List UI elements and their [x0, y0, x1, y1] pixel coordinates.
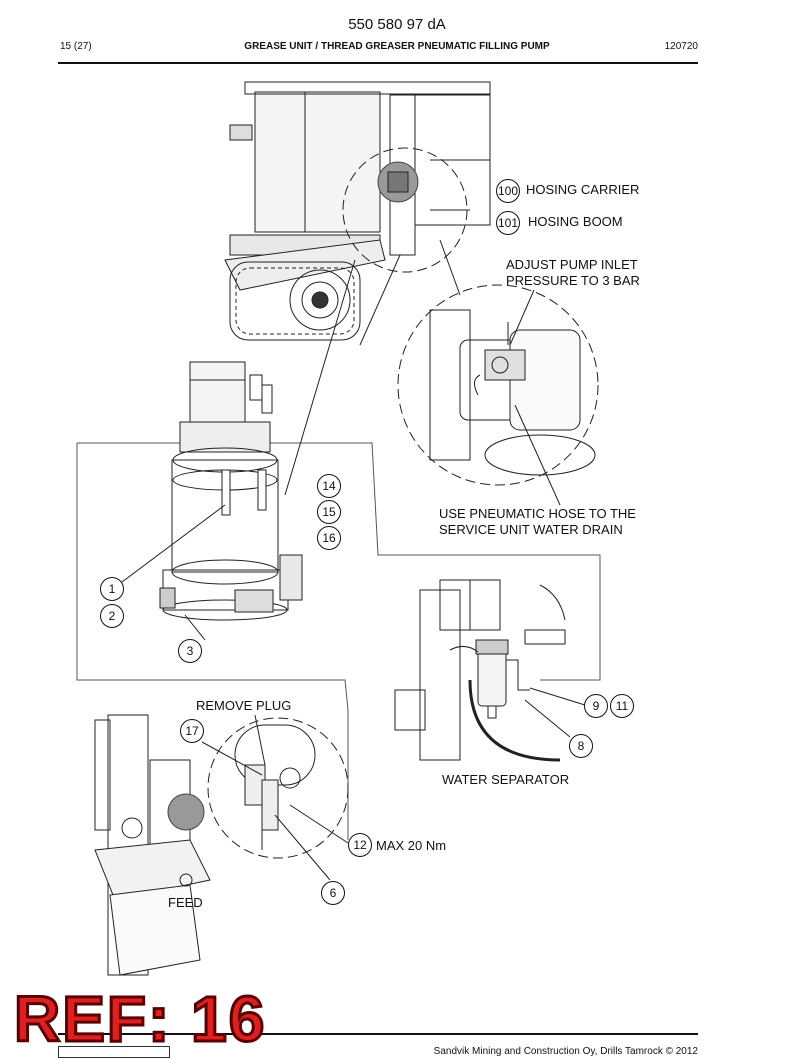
label-use-hose-line1: USE PNEUMATIC HOSE TO THE — [439, 506, 636, 521]
callout-1: 1 — [100, 577, 124, 601]
drill-rig-illustration — [224, 81, 491, 341]
callout-101: 101 — [496, 211, 520, 235]
callout-8: 8 — [569, 734, 593, 758]
callout-2: 2 — [100, 604, 124, 628]
label-adjust-pump-line1: ADJUST PUMP INLET — [506, 257, 638, 272]
page-title: GREASE UNIT / THREAD GREASER PNEUMATIC F… — [244, 41, 550, 52]
ref-stamp: REF: 16 — [12, 983, 267, 1056]
callout-6: 6 — [321, 881, 345, 905]
grease-unit-illustration — [159, 361, 303, 621]
callout-16: 16 — [317, 526, 341, 550]
document-date: 120720 — [664, 41, 698, 52]
footer-copyright: Sandvik Mining and Construction Oy, Dril… — [433, 1046, 698, 1057]
nipple-detail-view — [207, 717, 349, 859]
header-rule — [58, 62, 698, 64]
callout-14: 14 — [317, 474, 341, 498]
label-use-hose-line2: SERVICE UNIT WATER DRAIN — [439, 522, 623, 537]
callout-3: 3 — [178, 639, 202, 663]
feed-assembly-illustration — [94, 714, 211, 976]
sandvik-logo — [58, 1046, 170, 1058]
footer-rule — [58, 1033, 698, 1035]
label-hosing-carrier: HOSING CARRIER — [526, 182, 640, 197]
callout-17: 17 — [180, 719, 204, 743]
callout-12: 12 — [348, 833, 372, 857]
document-number: 550 580 97 dA — [348, 16, 446, 33]
label-feed: FEED — [168, 895, 203, 910]
label-remove-plug: REMOVE PLUG — [196, 698, 292, 713]
water-separator-illustration — [394, 579, 586, 762]
label-adjust-pump-line2: PRESSURE TO 3 BAR — [506, 273, 640, 288]
callout-100: 100 — [496, 179, 520, 203]
label-hosing-boom: HOSING BOOM — [528, 214, 623, 229]
label-max-torque: MAX 20 Nm — [376, 838, 447, 853]
callout-9: 9 — [584, 694, 608, 718]
callout-15: 15 — [317, 500, 341, 524]
detail-circle-top — [342, 147, 468, 273]
pump-detail-view — [397, 284, 599, 486]
page-number: 15 (27) — [60, 41, 92, 52]
label-water-separator: WATER SEPARATOR — [442, 772, 570, 787]
callout-11: 11 — [610, 694, 634, 718]
